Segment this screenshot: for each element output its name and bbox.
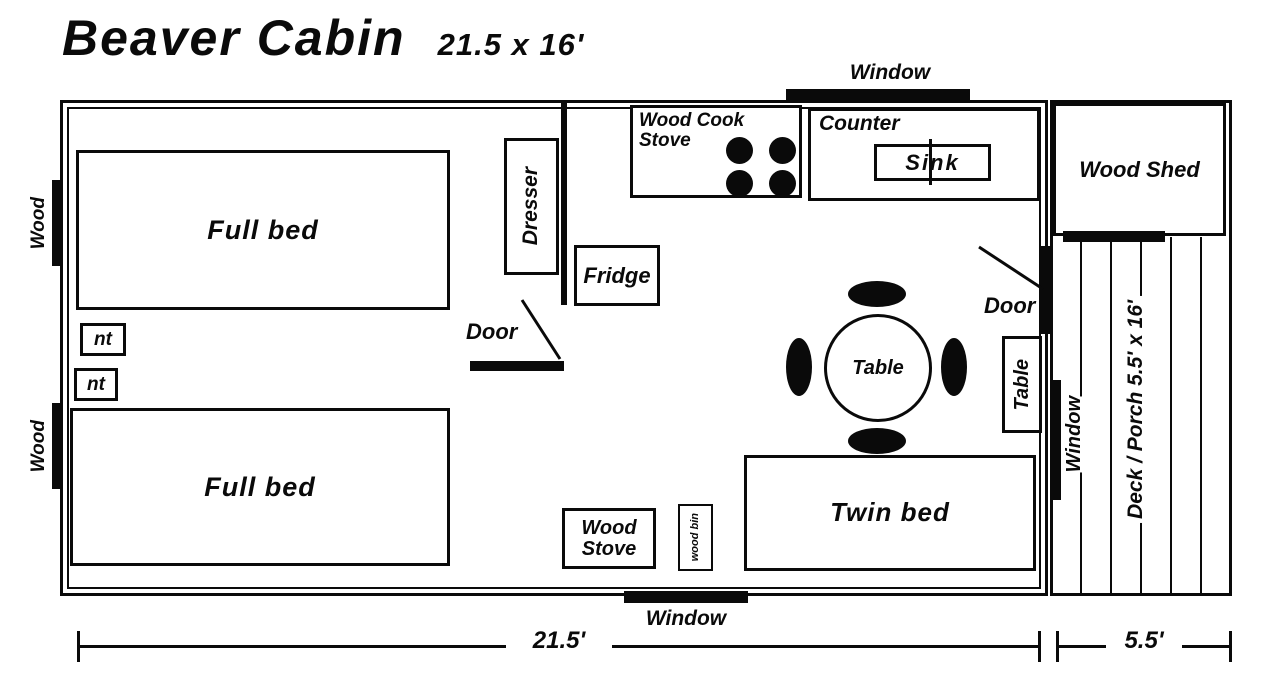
- wood-rack-bar-bottom: [52, 403, 61, 489]
- window-bottom-bar: [624, 591, 748, 603]
- chair-icon-right: [941, 338, 967, 396]
- dresser-label: Dresser: [519, 167, 543, 246]
- side-table-label: Table: [1010, 358, 1033, 411]
- window-top-label-wrap: Window: [820, 61, 960, 84]
- sink-divider: [929, 139, 932, 185]
- nightstand-2: nt: [74, 368, 118, 401]
- deck-porch-label: Deck / Porch 5.5' x 16': [1123, 295, 1149, 523]
- deck-door-label: Door: [984, 293, 1036, 318]
- chair-icon-top: [848, 281, 906, 307]
- full-bed-2-label: Full bed: [204, 471, 316, 502]
- bedroom-door-panel: [470, 361, 564, 371]
- dim-cabin-label-wrap: 21.5': [506, 624, 612, 658]
- burner-icon: [769, 137, 796, 164]
- dining-table: Table: [824, 314, 932, 422]
- deck-board-line: [1200, 237, 1202, 593]
- page-title: Beaver Cabin: [62, 10, 406, 66]
- full-bed-2: Full bed: [70, 408, 450, 566]
- wood-bin: wood bin: [678, 504, 713, 571]
- deck-step-bar: [1063, 231, 1165, 242]
- wood-cook-stove-label: Wood Cook Stove: [639, 110, 745, 151]
- dim-deck-label: 5.5': [1124, 627, 1164, 655]
- nightstand-1-label: nt: [94, 328, 112, 350]
- page-title-dimensions: 21.5 x 16': [437, 27, 585, 62]
- full-bed-1: Full bed: [76, 150, 450, 310]
- dim-cabin-label: 21.5': [532, 627, 586, 655]
- wood-label-top: Wood: [28, 196, 50, 250]
- burner-icon: [769, 170, 796, 197]
- wood-rack-bar-top: [52, 180, 61, 266]
- wood-shed-label: Wood Shed: [1079, 156, 1200, 182]
- window-right-bar: [1050, 380, 1061, 500]
- nightstand-1: nt: [80, 323, 126, 356]
- dining-table-label: Table: [852, 356, 904, 379]
- fridge: Fridge: [574, 245, 660, 306]
- wood-label-bottom: Wood: [28, 419, 50, 473]
- deck-label-wrap: Deck / Porch 5.5' x 16': [1118, 265, 1154, 553]
- bedroom-door-label: Door: [466, 319, 518, 344]
- window-bottom-label: Window: [645, 607, 727, 630]
- sink: Sink: [874, 144, 991, 181]
- twin-bed-label: Twin bed: [830, 497, 950, 528]
- wood-label-bottom-wrap: Wood: [26, 403, 52, 489]
- window-top-bar: [786, 89, 970, 101]
- nightstand-2-label: nt: [87, 373, 105, 395]
- wood-cook-stove: Wood Cook Stove: [630, 105, 802, 198]
- burner-icon: [726, 137, 753, 164]
- twin-bed: Twin bed: [744, 455, 1036, 571]
- deck-outline: [1050, 100, 1232, 596]
- window-right-label-wrap: Window: [1061, 368, 1088, 500]
- wood-stove: Wood Stove: [562, 508, 656, 569]
- chair-icon-left: [786, 338, 812, 396]
- dresser: Dresser: [504, 138, 559, 275]
- wood-bin-label: wood bin: [688, 513, 701, 562]
- full-bed-1-label: Full bed: [207, 214, 319, 245]
- window-right-label: Window: [1063, 395, 1085, 473]
- wood-stove-label: Wood Stove: [581, 516, 637, 560]
- sink-label: Sink: [905, 149, 960, 175]
- side-table: Table: [1002, 336, 1042, 433]
- bedroom-wall: [561, 103, 567, 305]
- burner-icon: [726, 170, 753, 197]
- title-block: Beaver Cabin 21.5 x 16': [62, 12, 584, 65]
- window-bottom-label-wrap: Window: [616, 607, 756, 630]
- window-top-label: Window: [849, 61, 931, 84]
- wood-shed: Wood Shed: [1053, 103, 1226, 236]
- fridge-label: Fridge: [583, 262, 651, 288]
- wood-label-top-wrap: Wood: [26, 180, 52, 266]
- counter-label: Counter: [819, 112, 900, 135]
- deck-board-line: [1170, 237, 1172, 593]
- deck-board-line: [1110, 237, 1112, 593]
- deck-door-panel: [1040, 246, 1050, 334]
- chair-icon-bottom: [848, 428, 906, 454]
- dim-deck-label-wrap: 5.5': [1106, 624, 1182, 658]
